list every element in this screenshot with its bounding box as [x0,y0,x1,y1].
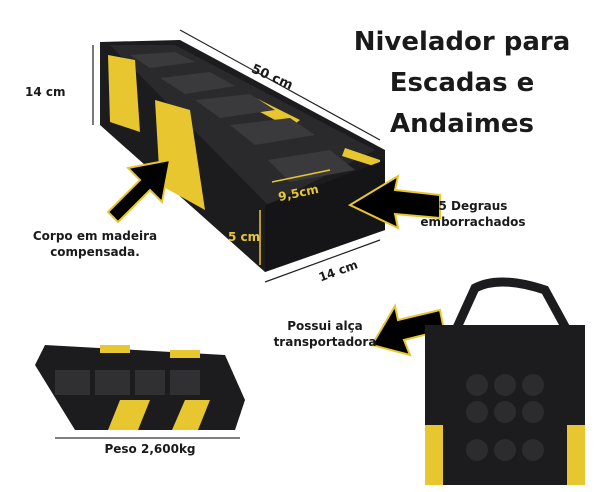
page-title: Nivelador para Escadas e Andaimes [342,22,582,145]
dim-step-height: 5 cm [228,230,261,244]
product-carry-handle-image [425,277,585,485]
callout-steps: 5 Degraus emborrachados [418,198,528,230]
arrow-icon [347,173,441,230]
callout-text: emborrachados [420,215,526,229]
callout-text: compensada. [50,245,140,259]
callout-body: Corpo em madeira compensada. [25,228,165,260]
product-top-view-image [35,345,245,430]
dim-height-end: 14 cm [25,85,66,99]
callout-text: Corpo em madeira [32,229,158,243]
title-line: Nivelador para [353,27,571,57]
dimension-lines [92,29,381,283]
main-product-image [100,40,385,272]
arrow-icon [106,158,172,224]
callout-text: transportadora [273,335,377,349]
callout-text: Possui alça [287,319,363,333]
handle [450,277,572,335]
title-line: Andaimes [390,109,534,139]
callout-handle: Possui alça transportadora [265,318,385,350]
callout-weight: Peso 2,600kg [104,442,196,456]
title-line: Escadas e [389,68,535,98]
callout-text: 5 Degraus [438,199,508,213]
